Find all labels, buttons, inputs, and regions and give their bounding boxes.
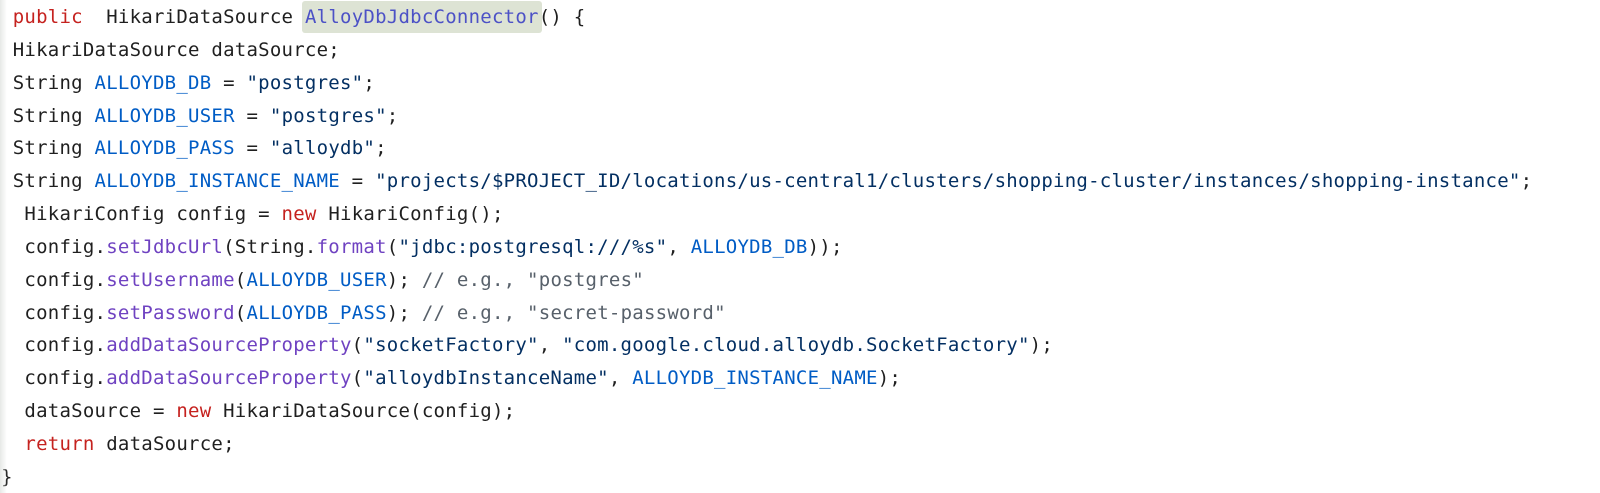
token-plain: } (1, 465, 13, 488)
token-function: setUsername (106, 268, 235, 291)
token-keyword: new (281, 203, 317, 226)
token-plain: HikariConfig(); (316, 203, 504, 226)
token-plain: ( (386, 235, 399, 258)
token-plain (1, 433, 24, 455)
token-string: "postgres" (246, 71, 364, 94)
token-constant: ALLOYDB_DB (94, 71, 212, 94)
code-line: String ALLOYDB_INSTANCE_NAME = "projects… (1, 165, 1600, 198)
code-line: config.addDataSourceProperty("socketFact… (1, 329, 1600, 362)
token-plain: , (608, 367, 633, 390)
token-constant: ALLOYDB_DB (690, 235, 808, 258)
code-line: HikariConfig config = new HikariConfig()… (1, 198, 1600, 231)
token-plain: ); (1029, 334, 1054, 357)
token-plain: HikariDataSource dataSource; (1, 38, 340, 61)
token-constant: ALLOYDB_INSTANCE_NAME (632, 367, 878, 390)
code-line: } (1, 461, 1600, 493)
token-constant: ALLOYDB_INSTANCE_NAME (94, 170, 340, 193)
code-line: String ALLOYDB_USER = "postgres"; (1, 100, 1600, 133)
token-plain: ( (351, 334, 364, 357)
token-plain: String (1, 137, 95, 160)
token-plain: , (538, 334, 563, 357)
token-function: addDataSourceProperty (106, 367, 352, 390)
code-line: HikariDataSource dataSource; (1, 34, 1600, 67)
token-constant: ALLOYDB_USER (246, 268, 387, 291)
token-plain: ( (351, 367, 364, 390)
token-function: format (316, 235, 387, 258)
token-plain: config. (1, 235, 107, 258)
token-constant: ALLOYDB_USER (94, 104, 235, 127)
token-plain: ; (1520, 170, 1533, 193)
token-string: "alloydb" (269, 137, 376, 160)
token-string: "alloydbInstanceName" (363, 367, 609, 390)
token-function: setPassword (106, 301, 235, 324)
token-plain: String (1, 170, 95, 193)
code-line: config.setPassword(ALLOYDB_PASS); // e.g… (1, 297, 1600, 330)
token-constant: ALLOYDB_PASS (94, 137, 235, 160)
token-plain: ; (363, 71, 376, 94)
token-plain: String (1, 71, 95, 94)
token-plain: , (667, 235, 691, 258)
token-plain: ; (375, 137, 387, 160)
token-plain: ; (386, 104, 399, 127)
token-plain: config. (1, 268, 107, 291)
token-string: "projects/$PROJECT_ID/locations/us-centr… (375, 170, 1521, 193)
token-plain: = (211, 71, 247, 94)
code-line: config.setJdbcUrl(String.format("jdbc:po… (1, 231, 1600, 264)
token-plain: = (234, 137, 270, 160)
code-line: public HikariDataSource AlloyDbJdbcConne… (1, 1, 1600, 34)
highlighted-method-name: AlloyDbJdbcConnector (301, 1, 542, 33)
token-string: "jdbc:postgresql:///%s" (398, 235, 668, 258)
token-plain: HikariDataSource(config); (211, 400, 516, 423)
token-string: "postgres" (269, 104, 387, 127)
token-plain: = (339, 170, 376, 193)
token-plain: HikariConfig config = (1, 203, 282, 226)
token-function: setJdbcUrl (106, 235, 224, 258)
code-line: dataSource = new HikariDataSource(config… (1, 395, 1600, 428)
token-plain: (String. (223, 235, 317, 258)
code-line: config.setUsername(ALLOYDB_USER); // e.g… (1, 264, 1600, 297)
token-plain: HikariDataSource (82, 6, 305, 28)
token-keyword: public (12, 6, 83, 28)
token-plain (1, 6, 13, 28)
token-keyword: new (176, 400, 212, 423)
code-line: String ALLOYDB_DB = "postgres"; (1, 67, 1600, 100)
token-plain: config. (1, 334, 107, 357)
token-plain: ); (386, 268, 422, 291)
token-comment: // e.g., "postgres" (421, 268, 644, 291)
token-plain: () { (538, 6, 586, 28)
token-string: "socketFactory" (363, 334, 539, 357)
code-line: config.addDataSourceProperty("alloydbIns… (1, 362, 1600, 395)
token-plain: = (234, 104, 270, 127)
token-function: addDataSourceProperty (106, 334, 352, 357)
token-comment: // e.g., "secret-password" (421, 301, 726, 324)
token-plain: dataSource = (1, 400, 177, 423)
code-line: return dataSource; (1, 428, 1600, 461)
token-plain: String (1, 104, 95, 127)
token-plain: ( (234, 301, 247, 324)
token-plain: dataSource; (94, 432, 235, 455)
token-constant: ALLOYDB_PASS (246, 301, 387, 324)
token-keyword: return (24, 432, 95, 455)
code-line: String ALLOYDB_PASS = "alloydb"; (1, 132, 1600, 165)
token-string: "com.google.cloud.alloydb.SocketFactory" (562, 334, 1030, 357)
token-plain: config. (1, 301, 107, 324)
token-plain: ); (877, 367, 902, 390)
token-plain: config. (1, 367, 107, 390)
token-plain: ( (234, 268, 247, 291)
token-plain: ); (386, 301, 422, 324)
token-plain: )); (807, 235, 843, 258)
